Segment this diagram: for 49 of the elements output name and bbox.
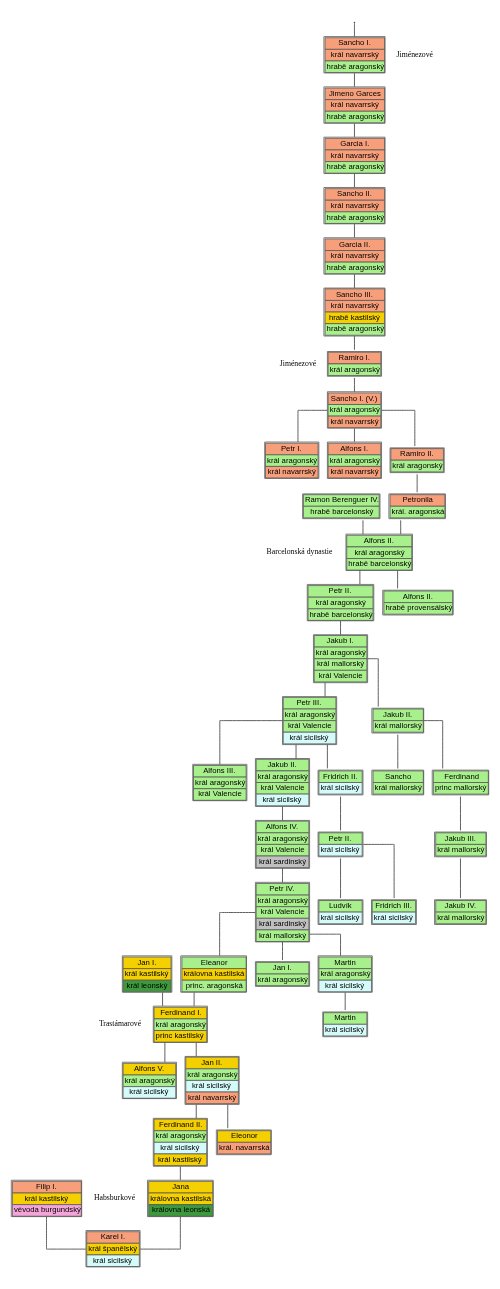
connector (362, 519, 364, 535)
connector (46, 1216, 87, 1250)
connector (282, 941, 283, 961)
connector (162, 992, 164, 1007)
connector (400, 519, 402, 535)
label: Barcelonská dynastie (266, 547, 333, 557)
connector (460, 857, 461, 899)
connector (362, 843, 395, 899)
label: Trastámarové (98, 1019, 142, 1029)
connector (179, 1165, 181, 1181)
connector (354, 72, 355, 88)
connector (359, 570, 361, 585)
connector (460, 796, 461, 831)
connector (139, 1216, 181, 1250)
connector (354, 173, 355, 188)
connector (309, 933, 341, 957)
connector (282, 806, 283, 821)
connector (416, 473, 418, 493)
connector (324, 682, 326, 697)
connector (195, 1042, 197, 1057)
connector (193, 992, 195, 1007)
label: Habsburkové (94, 1193, 136, 1203)
connector (326, 744, 328, 769)
connector (340, 620, 341, 636)
connector (227, 1104, 229, 1129)
connector (219, 720, 283, 765)
connector (340, 857, 341, 899)
connector (354, 335, 355, 351)
label: Jiménezové (279, 358, 317, 368)
label: Jiménezové (396, 49, 434, 59)
connector (354, 427, 355, 443)
connector (297, 409, 328, 443)
connector (354, 22, 355, 37)
connector (282, 868, 283, 883)
connector (195, 1104, 197, 1119)
connector (164, 1042, 166, 1063)
connector (381, 409, 416, 447)
connector (397, 570, 399, 589)
connector (354, 223, 355, 238)
connector (397, 734, 399, 769)
connector (344, 992, 346, 1011)
connector (354, 273, 355, 289)
connector (423, 720, 444, 769)
connector (354, 123, 355, 138)
connector (367, 658, 379, 708)
connector (354, 377, 355, 393)
connector (340, 796, 341, 831)
connector (295, 744, 297, 759)
connector (219, 912, 256, 957)
